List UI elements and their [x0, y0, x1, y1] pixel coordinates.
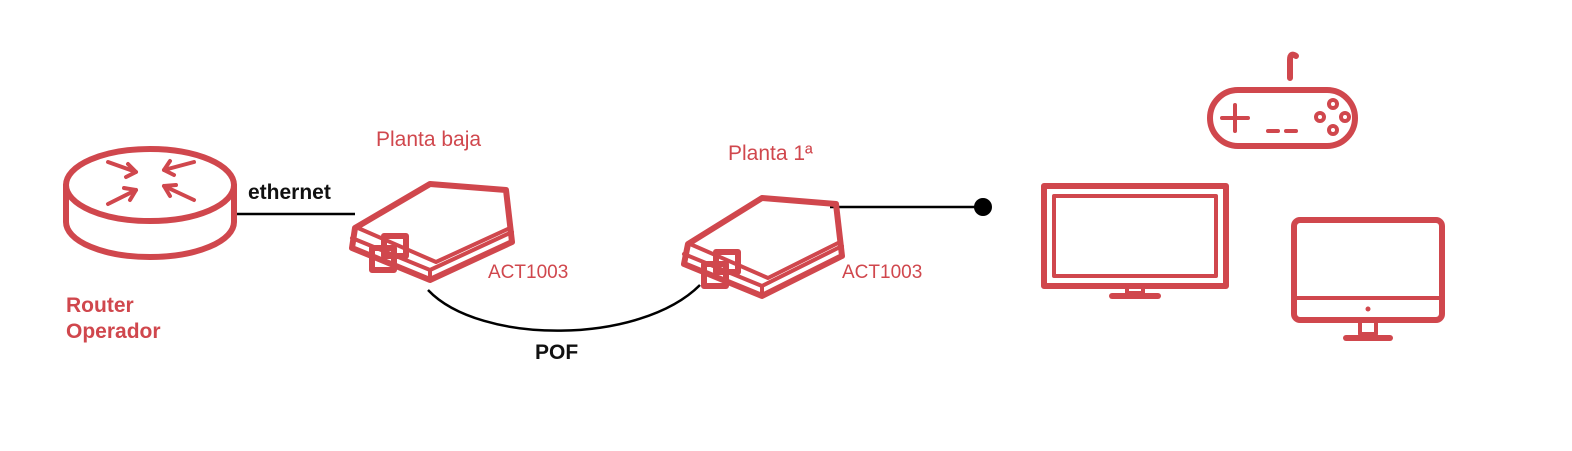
- router-label-line2: Operador: [66, 320, 161, 343]
- tv-icon: [1041, 183, 1229, 299]
- router-label-line1: Router: [66, 294, 134, 317]
- first-floor-title: Planta 1ª: [728, 142, 813, 165]
- pof-label: POF: [535, 341, 579, 364]
- router-icon: [63, 146, 237, 260]
- ground-device-model: ACT1003: [488, 262, 569, 283]
- pof-cable: [427, 284, 701, 332]
- connection-point-icon: [974, 198, 992, 216]
- ground-floor-title: Planta baja: [376, 128, 482, 151]
- ethernet-label: ethernet: [248, 181, 331, 204]
- gamepad-icon: [1207, 51, 1358, 149]
- adapter-first-icon: [681, 195, 845, 299]
- adapter-ground-icon: [349, 181, 515, 283]
- first-device-model: ACT1003: [842, 262, 923, 283]
- desktop-monitor-icon: [1291, 217, 1445, 341]
